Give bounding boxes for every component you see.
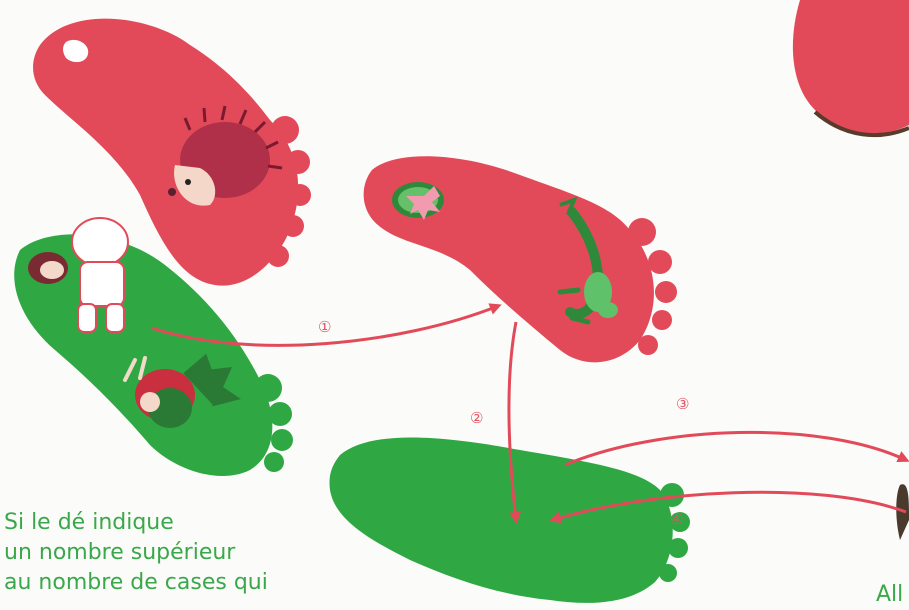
step-label-4: ④ [670, 510, 683, 528]
rule-caption: Si le dé indique un nombre supérieur au … [4, 508, 268, 598]
step-label-1: ① [318, 318, 331, 336]
caption-line-2: un nombre supérieur [4, 538, 268, 568]
arrow-step-3 [565, 432, 906, 465]
footprint-red-top-right[interactable] [793, 0, 909, 135]
caption-line-3: au nombre de cases qui [4, 568, 268, 598]
step-label-2: ② [470, 409, 483, 427]
caption-line-1: Si le dé indique [4, 508, 268, 538]
step-label-3: ③ [676, 395, 689, 413]
